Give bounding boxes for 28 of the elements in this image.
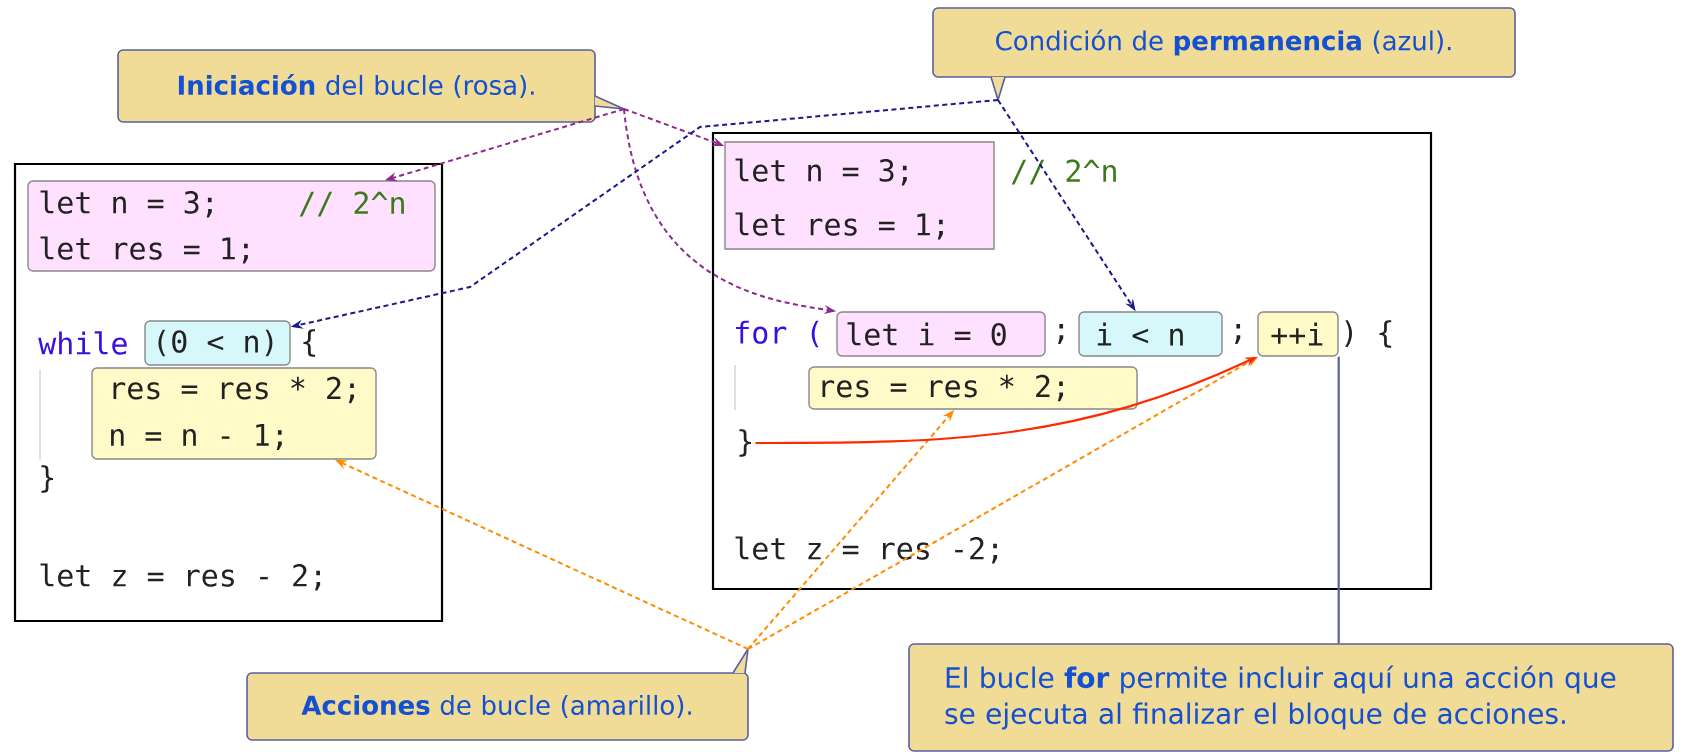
- code-text: let i = 0: [847, 322, 1006, 346]
- code-text: (0 < n): [158, 329, 273, 357]
- code-text: ++i: [1271, 322, 1323, 346]
- code-text: let z = res - 2;: [40, 563, 321, 591]
- code-text: ;: [1058, 324, 1064, 344]
- code-text: // 2^n: [1011, 159, 1116, 185]
- code-text: ;: [1235, 324, 1241, 344]
- callout-box: El bucle for permite incluir aquí una acción que se ejecuta al finalizar el bloque de acciones.: [908, 643, 1674, 752]
- code-text: res = res * 2;: [113, 376, 355, 404]
- callout-box: Condición de permanencia (azul).: [932, 7, 1516, 101]
- code-text: n = n - 1;: [111, 423, 282, 451]
- leader-line: [1337, 356, 1340, 644]
- code-text: i < n: [1097, 322, 1183, 346]
- code-text: while: [38, 331, 127, 355]
- code-text: // 2^n: [299, 191, 404, 217]
- callout-box: Iniciación del bucle (rosa).: [117, 49, 625, 123]
- code-text: let res = 1;: [735, 212, 943, 240]
- code-text: }: [41, 465, 54, 493]
- code-text: for (: [736, 320, 819, 348]
- code-text: {: [303, 329, 316, 357]
- code-text: }: [739, 429, 752, 457]
- code-text: let n = 3;: [40, 190, 212, 218]
- callout-box: Acciones de bucle (amarillo).: [246, 648, 749, 741]
- code-text: res = res * 2;: [822, 374, 1063, 402]
- code-text: let n = 3;: [735, 158, 907, 186]
- code-text: let z = res -2;: [735, 536, 998, 564]
- code-text: ) {: [1345, 320, 1392, 348]
- code-text: let res = 1;: [40, 236, 248, 264]
